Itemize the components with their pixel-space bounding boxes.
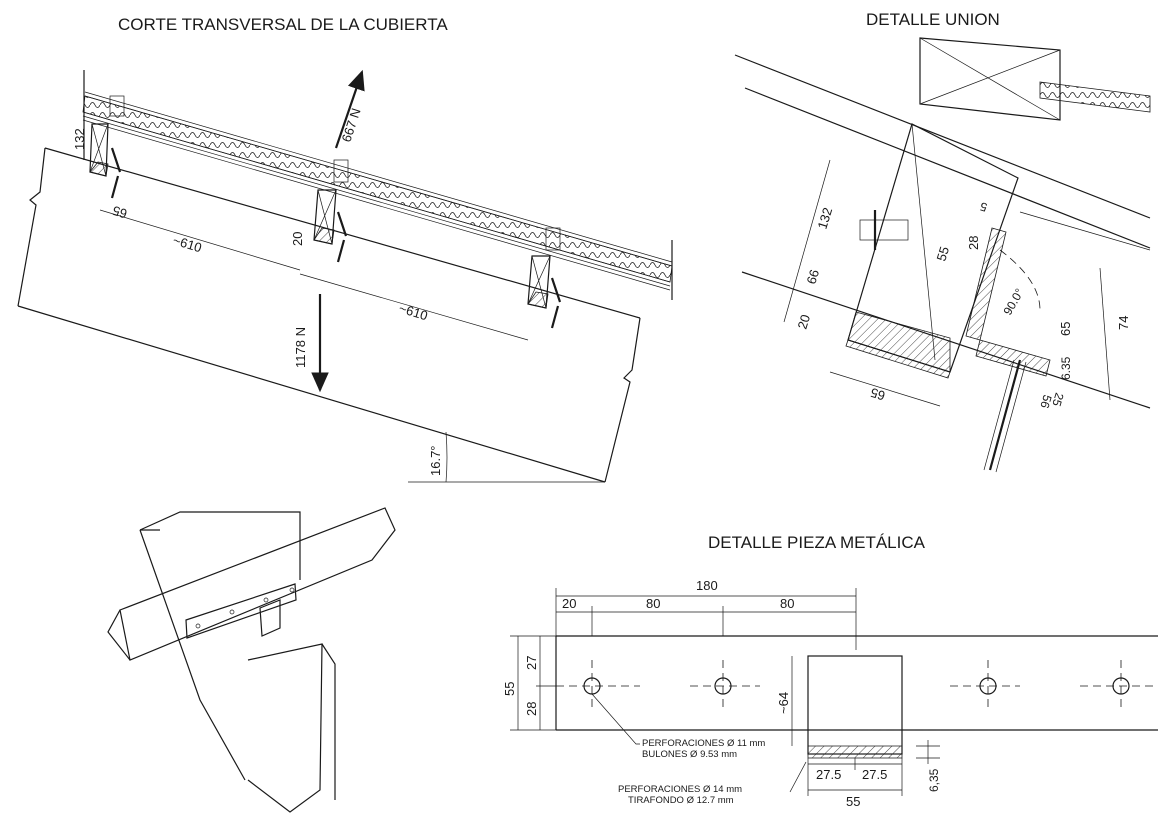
metal-b275a-label: 27.5 [816,767,841,782]
note2b-text: TIRAFONDO Ø 12.7 mm [628,795,734,806]
metal-a80b-label: 80 [780,596,794,611]
section-title: CORTE TRANSVERSAL DE LA CUBIERTA [118,15,448,34]
metal-total-label: 180 [696,578,718,593]
span1-label: ~610 [171,233,203,256]
joint-detail: 132 66 20 55 28 5 65 74 6.35 25 56 65 90… [734,37,1151,473]
metal-h64-label: ~64 [776,692,791,714]
angle-label: 16.7° [428,445,443,476]
purlin-3 [527,227,562,329]
metal-h27-label: 27 [524,656,539,670]
note1a-text: PERFORACIONES Ø 11 mm [642,738,765,749]
note2a-text: PERFORACIONES Ø 14 mm [618,784,742,795]
h132-label: 132 [72,128,87,150]
metal-a20-label: 20 [562,596,576,611]
j55-label: 55 [934,245,953,263]
metal-detail: 180 20 80 80 55 27 28 ~64 27.5 27.5 55 6… [502,578,1158,809]
j65-label: 65 [1058,322,1073,336]
note1b-text: BULONES Ø 9.53 mm [642,749,737,760]
j5-label: 5 [978,199,989,214]
j25-label: 25 [1049,391,1066,408]
joint-3d-view [107,507,396,813]
metal-t635-label: 6,35 [927,768,941,792]
purlin-2 [313,159,349,263]
jang-label: 90.0° [1000,286,1026,318]
metal-a80a-label: 80 [646,596,660,611]
j66-label: 66 [804,268,823,286]
force-down-label: 1178 N [293,327,308,368]
purlin-1 [89,95,125,199]
j28-label: 28 [966,236,981,250]
force-up-label: 667 N [339,106,364,144]
j74-label: 74 [1116,316,1131,330]
joint-title: DETALLE UNION [866,10,1000,29]
j56-label: 56 [1037,393,1054,410]
j635-label: 6.35 [1059,356,1073,380]
w65-label: 65 [111,203,129,222]
metal-b275b-label: 27.5 [862,767,887,782]
roof-section: 667 N 1178 N ~610 ~610 132 65 20 16.7° [17,69,673,483]
metal-h28-label: 28 [524,702,539,716]
metal-title: DETALLE PIEZA METÁLICA [708,533,926,552]
metal-h55-label: 55 [502,682,517,696]
d20-label: 20 [290,232,305,246]
span2-label: ~610 [397,301,429,324]
j132-label: 132 [815,206,836,231]
j20-label: 20 [795,313,814,331]
metal-b55-label: 55 [846,794,860,809]
jw65-label: 65 [869,385,887,404]
